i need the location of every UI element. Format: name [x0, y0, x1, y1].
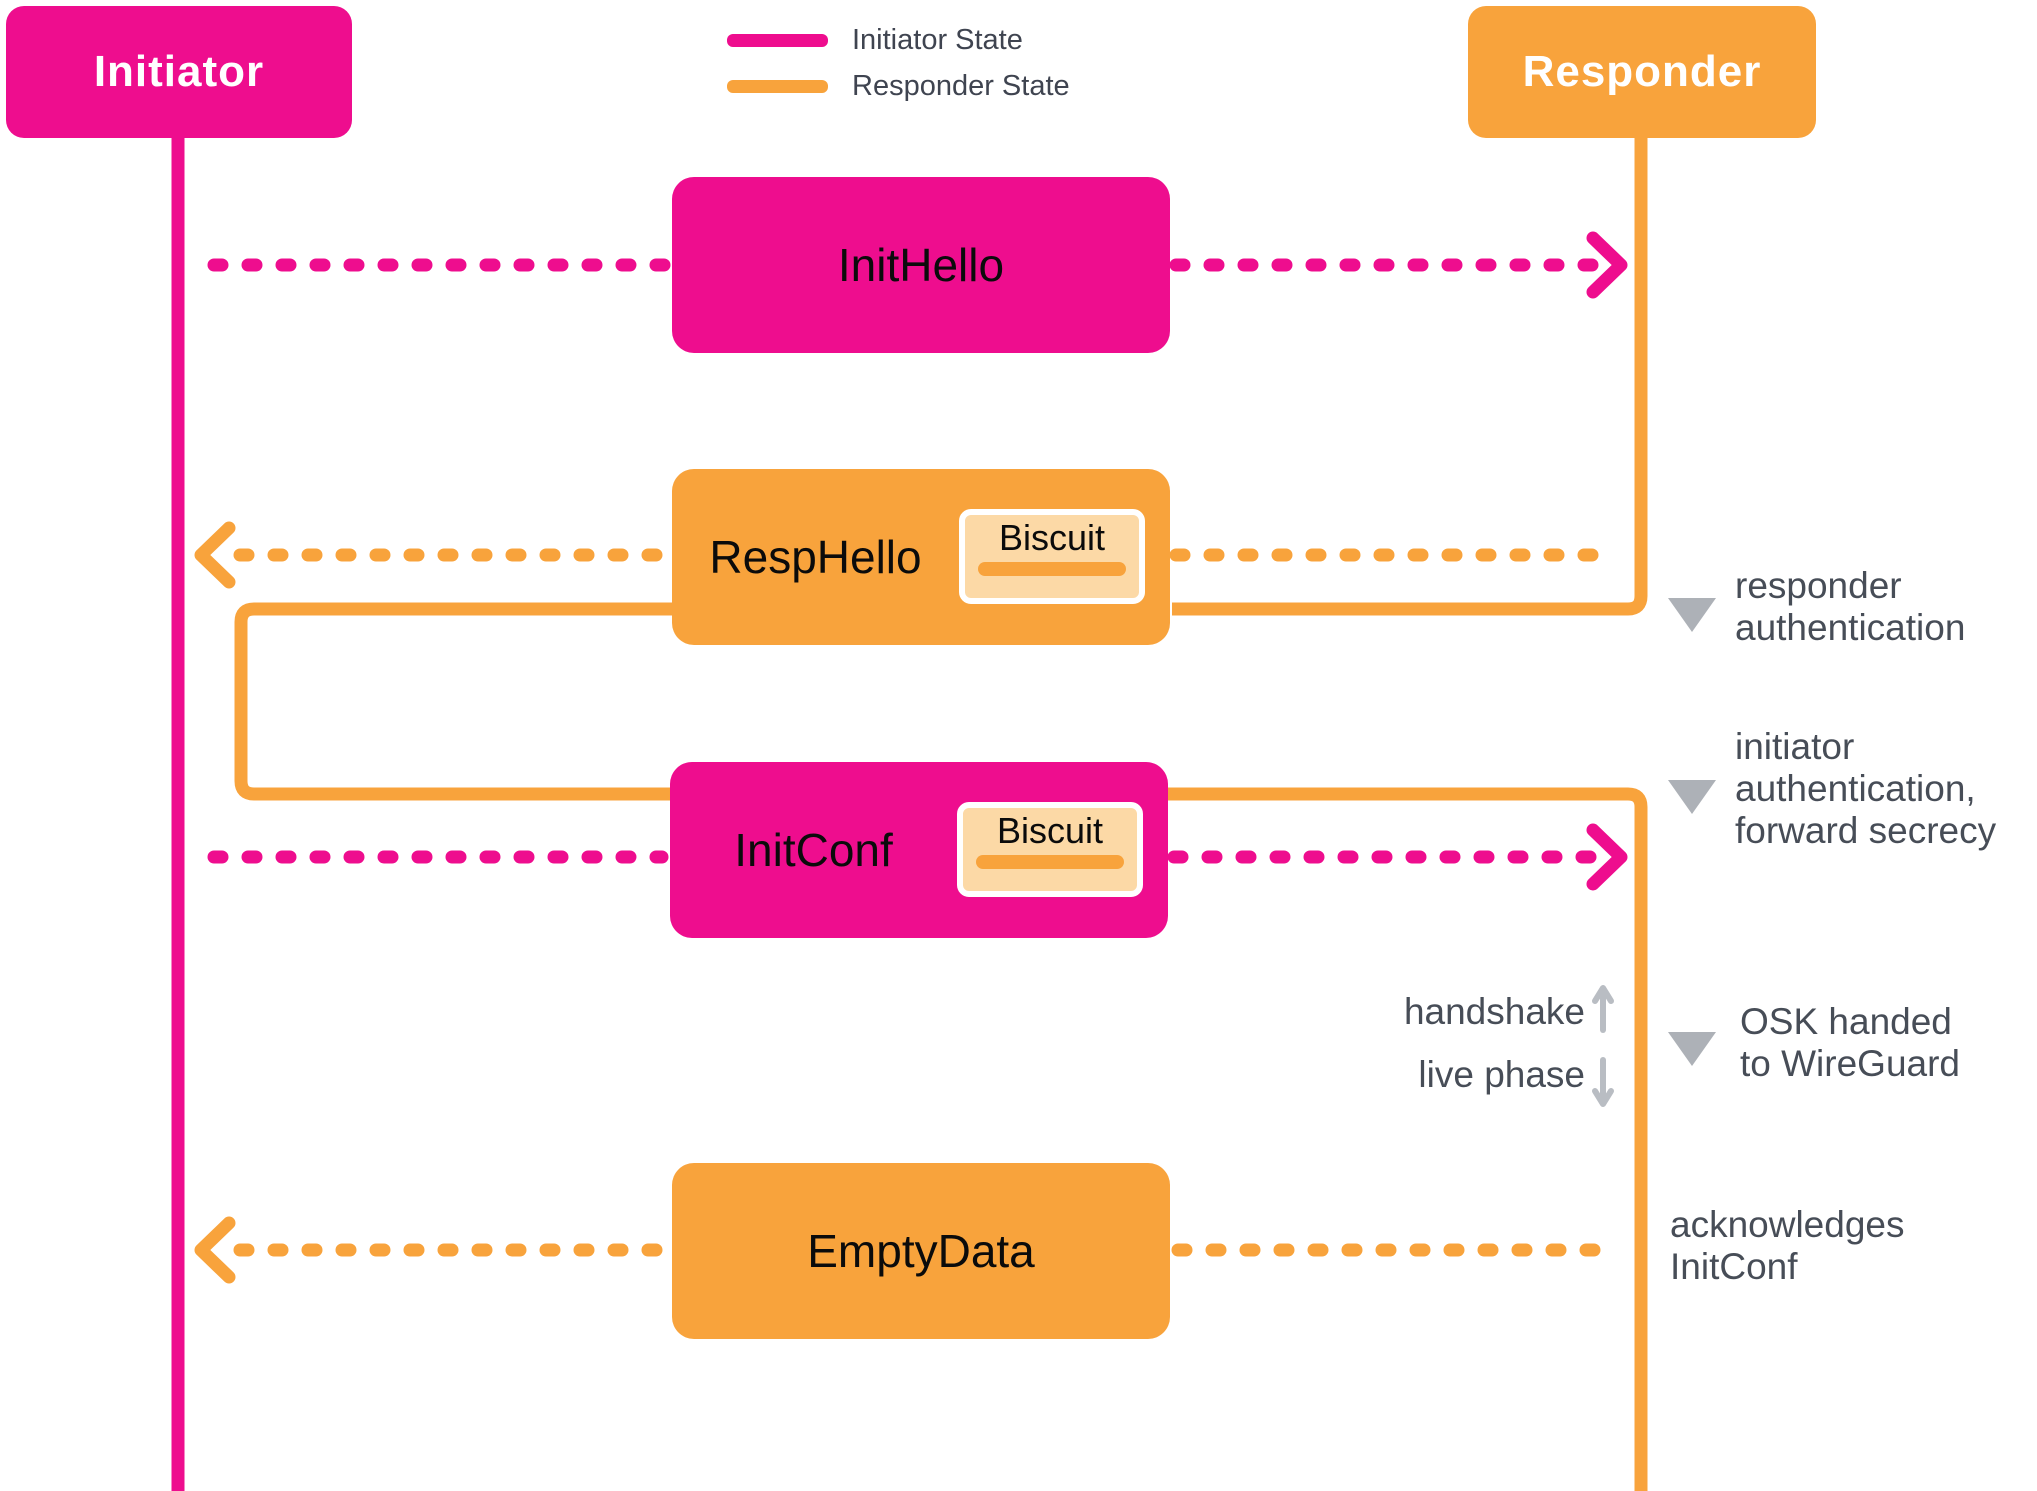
- arrowhead-right-icon: [1586, 231, 1628, 299]
- annotation-line: to WireGuard: [1740, 1043, 1961, 1084]
- biscuit-bar-icon: [978, 562, 1126, 576]
- annotation-line: acknowledges: [1670, 1204, 1905, 1245]
- responder-lifeline-top: [1172, 138, 1648, 616]
- message-label-initconf: InitConf: [734, 824, 893, 876]
- message-label-resphello: RespHello: [709, 531, 922, 583]
- annotation-line: responder: [1735, 565, 1902, 606]
- initiator-endpoint-label: Initiator: [93, 47, 265, 96]
- message-box-initconf: InitConf Biscuit: [670, 762, 1168, 938]
- annotation-line: OSK handed: [1740, 1001, 1952, 1042]
- arrowhead-left-icon: [194, 521, 236, 589]
- annotation-acknowledges-initconf: acknowledges InitConf: [1670, 1204, 1904, 1288]
- arrowhead-left-icon: [194, 1216, 236, 1284]
- annotation-line: forward secrecy: [1735, 810, 1997, 851]
- phase-label-handshake: handshake: [1403, 991, 1585, 1032]
- biscuit-box-resphello: Biscuit: [959, 509, 1145, 604]
- biscuit-bar-icon: [976, 855, 1124, 869]
- message-box-resphello: RespHello Biscuit: [672, 469, 1170, 645]
- legend-label-initiator-state: Initiator State: [852, 24, 1023, 56]
- arrowhead-right-icon: [1586, 823, 1628, 891]
- initiator-endpoint-box: Initiator: [6, 6, 352, 138]
- arrow-up-head-icon: [1592, 985, 1614, 1004]
- annotation-line: initiator: [1735, 726, 1855, 767]
- annotation-line: InitConf: [1670, 1246, 1798, 1287]
- responder-endpoint-label: Responder: [1522, 47, 1762, 96]
- responder-endpoint-box: Responder: [1468, 6, 1816, 138]
- biscuit-label: Biscuit: [998, 517, 1106, 558]
- message-label-emptydata: EmptyData: [807, 1225, 1035, 1277]
- marker-triangle-icon: [1668, 1032, 1716, 1066]
- annotation-responder-authentication: responder authentication: [1735, 565, 1965, 649]
- phase-divider-arrows: [1592, 985, 1614, 1107]
- annotation-line: authentication,: [1735, 768, 1976, 809]
- legend-swatch-initiator-state: [727, 34, 828, 47]
- legend-row-initiator-state: Initiator State: [727, 24, 1023, 57]
- arrow-down-head-icon: [1592, 1088, 1614, 1107]
- responder-lifeline-bottom: [1166, 787, 1648, 1491]
- marker-triangle-icon: [1668, 598, 1716, 632]
- marker-triangle-icon: [1668, 780, 1716, 814]
- legend-row-responder-state: Responder State: [727, 70, 1070, 103]
- biscuit-state-loop-connector: [234, 602, 676, 801]
- legend-swatch-responder-state: [727, 80, 828, 93]
- message-label-inithello: InitHello: [837, 239, 1005, 291]
- annotation-line: authentication: [1735, 607, 1966, 648]
- legend-label-responder-state: Responder State: [852, 70, 1070, 102]
- phase-label-live: live phase: [1418, 1054, 1585, 1095]
- message-box-inithello: InitHello: [672, 177, 1170, 353]
- annotation-initiator-authentication: initiator authentication, forward secrec…: [1735, 726, 1996, 852]
- message-box-emptydata: EmptyData: [672, 1163, 1170, 1339]
- annotation-osk-handed: OSK handed to WireGuard: [1740, 1001, 1960, 1085]
- biscuit-label: Biscuit: [996, 810, 1104, 851]
- biscuit-box-initconf: Biscuit: [957, 802, 1143, 897]
